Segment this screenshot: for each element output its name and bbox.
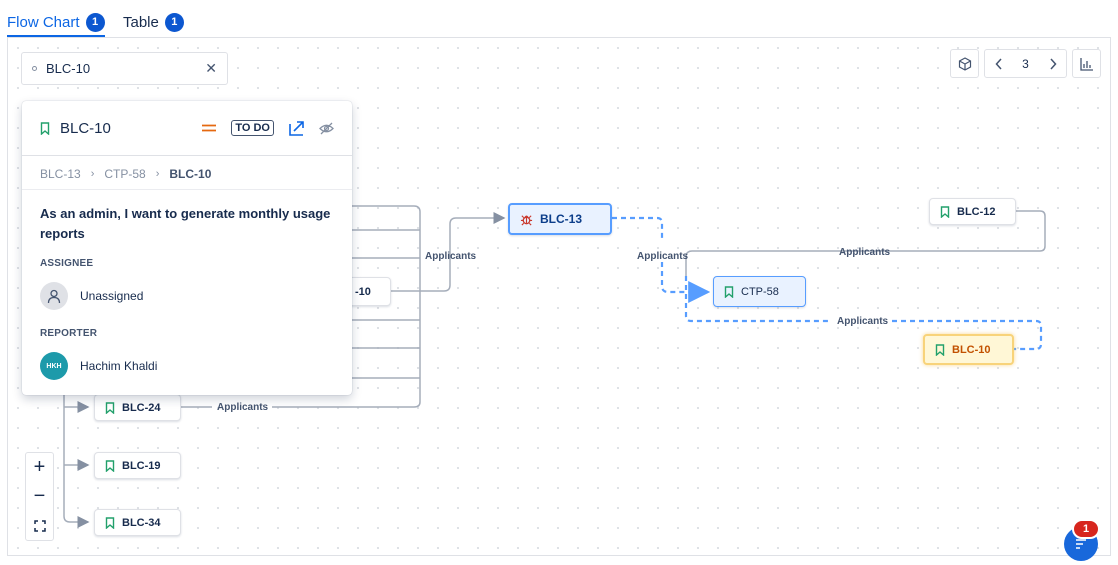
node-blc-12-label: BLC-12 <box>957 205 996 218</box>
story-icon <box>724 285 734 298</box>
zoom-in-button[interactable]: + <box>33 456 46 478</box>
breadcrumb: BLC-13 › CTP-58 › BLC-10 <box>40 167 211 181</box>
node-ctp-58-label: CTP-58 <box>741 285 779 298</box>
reporter-field[interactable]: HKH Hachim Khaldi <box>40 352 157 380</box>
node-blc-10-label: BLC-10 <box>952 343 991 356</box>
node-blc-13[interactable]: BLC-13 <box>508 203 612 235</box>
card-header: BLC-10 TO DO <box>22 101 352 156</box>
tab-table-label: Table <box>123 13 159 31</box>
story-icon <box>940 205 950 218</box>
issue-search[interactable]: BLC-10 ✕ <box>21 52 228 85</box>
tabs-divider <box>7 37 1111 38</box>
user-icon <box>40 282 68 310</box>
zoom-out-button[interactable]: − <box>33 485 46 507</box>
clear-search-icon[interactable]: ✕ <box>205 60 217 76</box>
story-icon <box>935 343 945 356</box>
story-icon <box>105 459 115 472</box>
cube-icon <box>958 56 971 71</box>
tab-flow-chart[interactable]: Flow Chart 1 <box>7 8 105 36</box>
node-partial-label: -10 <box>355 285 371 298</box>
breadcrumb-current: BLC-10 <box>169 167 212 181</box>
depth-value: 3 <box>1022 56 1029 71</box>
tab-flow-chart-label: Flow Chart <box>7 13 80 31</box>
avatar: HKH <box>40 352 68 380</box>
card-divider <box>22 189 352 190</box>
node-blc-12[interactable]: BLC-12 <box>929 198 1016 225</box>
breadcrumb-item[interactable]: BLC-13 <box>40 167 81 181</box>
tab-table[interactable]: Table 1 <box>123 8 184 36</box>
node-blc-19[interactable]: BLC-19 <box>94 452 181 479</box>
search-input-value[interactable]: BLC-10 <box>46 61 91 76</box>
card-issue-key[interactable]: BLC-10 <box>60 119 111 137</box>
chat-icon <box>1076 539 1086 549</box>
issue-summary: As an admin, I want to generate monthly … <box>40 206 331 241</box>
depth-pager: 3 <box>984 49 1067 78</box>
bar-chart-icon <box>1079 57 1093 71</box>
active-tab-indicator <box>7 35 105 37</box>
feedback-button[interactable] <box>1064 527 1098 561</box>
node-blc-24-label: BLC-24 <box>122 401 161 414</box>
chart-toggle-button[interactable] <box>1072 49 1101 78</box>
issue-detail-card: BLC-10 TO DO BLC-13 › CTP-58 › BLC-10 As… <box>22 101 352 395</box>
node-blc-24[interactable]: BLC-24 <box>94 394 181 421</box>
node-blc-34-label: BLC-34 <box>122 516 161 529</box>
priority-medium-icon <box>202 124 217 132</box>
bug-icon <box>520 214 533 225</box>
chevron-right-icon: › <box>90 168 95 180</box>
assignee-label: ASSIGNEE <box>40 258 94 269</box>
node-blc-34[interactable]: BLC-34 <box>94 509 181 536</box>
view-tabs: Flow Chart 1 Table 1 <box>0 0 1118 38</box>
reporter-label: REPORTER <box>40 328 98 339</box>
zoom-controls: + − <box>25 452 54 541</box>
notification-badge: 1 <box>1072 519 1100 539</box>
search-status-icon <box>32 66 37 71</box>
node-blc-19-label: BLC-19 <box>122 459 161 472</box>
node-blc-13-label: BLC-13 <box>540 212 583 226</box>
fullscreen-icon <box>33 519 46 532</box>
reporter-name: Hachim Khaldi <box>80 359 158 373</box>
hide-icon[interactable] <box>319 121 334 136</box>
node-blc-10[interactable]: BLC-10 <box>923 334 1014 365</box>
story-icon <box>105 401 115 414</box>
assignee-field[interactable]: Unassigned <box>40 282 143 310</box>
chevron-left-icon[interactable] <box>985 57 1012 70</box>
status-badge[interactable]: TO DO <box>231 120 274 136</box>
open-external-icon[interactable] <box>288 120 305 137</box>
chevron-right-icon[interactable] <box>1039 57 1066 70</box>
breadcrumb-item[interactable]: CTP-58 <box>104 167 146 181</box>
assignee-name: Unassigned <box>80 289 144 303</box>
tab-flow-chart-count: 1 <box>85 12 105 32</box>
fit-view-button[interactable] <box>26 511 53 540</box>
node-ctp-58[interactable]: CTP-58 <box>713 276 806 307</box>
story-icon <box>40 121 50 135</box>
tab-table-count: 1 <box>164 12 184 32</box>
story-icon <box>105 516 115 529</box>
chevron-right-icon: › <box>155 168 160 180</box>
view-3d-button[interactable] <box>950 49 979 78</box>
